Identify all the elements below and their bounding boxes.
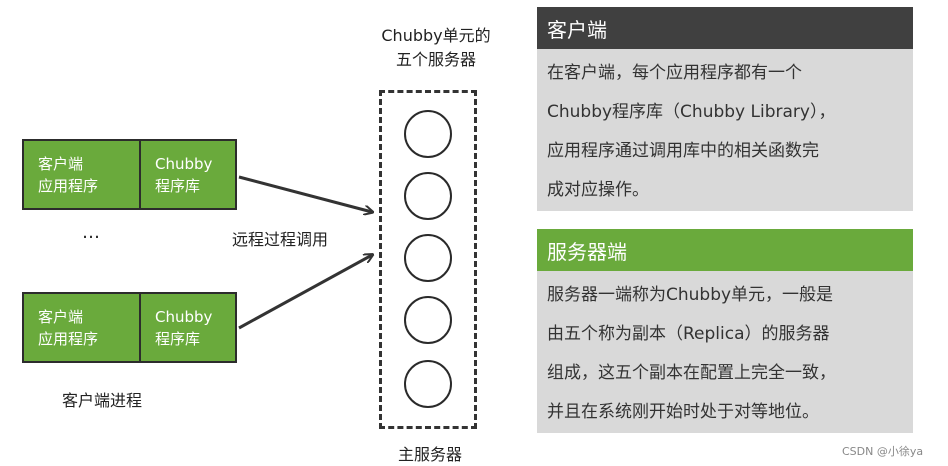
server-circle-4 — [404, 296, 452, 344]
server-panel-line: 并且在系统刚开始时处于对等地位。 — [547, 402, 819, 422]
arrow-top — [238, 175, 372, 212]
client-lib-box-2: Chubby 程序库 — [139, 292, 237, 363]
server-panel-line: 由五个称为副本（Replica）的服务器 — [547, 324, 830, 344]
client-panel-line: 成对应操作。 — [547, 180, 649, 200]
client-panel-title: 客户端 — [547, 17, 607, 42]
client-panel-line: 在客户端，每个应用程序都有一个 — [547, 63, 802, 83]
client-process-label: 客户端进程 — [62, 391, 143, 410]
arrow-bottom — [238, 255, 372, 330]
server-group-label-line2: 五个服务器 — [395, 50, 476, 69]
client-app-label-line2: 应用程序 — [38, 329, 99, 348]
client-app-label-line1: 客户端 — [38, 307, 84, 326]
server-panel-header: 服务器端 — [537, 229, 913, 271]
rpc-label: 远程过程调用 — [232, 230, 329, 249]
client-lib-label-line2: 程序库 — [155, 329, 201, 348]
client-panel-body: 在客户端，每个应用程序都有一个 Chubby程序库（Chubby Library… — [537, 49, 913, 211]
server-group-label: Chubby单元的 五个服务器 — [366, 24, 506, 72]
watermark: CSDN @小徐ya — [842, 445, 924, 458]
client-lib-box-1: Chubby 程序库 — [139, 139, 237, 210]
client-app-box-1: 客户端 应用程序 — [22, 139, 141, 210]
client-app-label-line2: 应用程序 — [38, 176, 99, 195]
master-label: 主服务器 — [397, 445, 462, 464]
server-group-box — [379, 90, 477, 429]
client-app-label-line1: 客户端 — [38, 154, 84, 173]
client-panel-line: 应用程序通过调用库中的相关函数完 — [547, 141, 819, 161]
server-circle-3 — [404, 234, 452, 282]
server-panel-body: 服务器一端称为Chubby单元，一般是 由五个称为副本（Replica）的服务器… — [537, 271, 913, 433]
server-panel-line: 组成，这五个副本在配置上完全一致， — [547, 363, 836, 383]
client-panel-header: 客户端 — [537, 7, 913, 49]
client-app-box-2: 客户端 应用程序 — [22, 292, 141, 363]
server-panel-title: 服务器端 — [547, 239, 627, 264]
ellipsis: … — [82, 222, 100, 243]
client-lib-label-line1: Chubby — [155, 307, 213, 326]
server-panel-line: 服务器一端称为Chubby单元，一般是 — [547, 285, 834, 305]
server-circle-2 — [404, 172, 452, 220]
client-lib-label-line1: Chubby — [155, 154, 213, 173]
client-lib-label-line2: 程序库 — [155, 176, 201, 195]
server-circle-1 — [404, 110, 452, 158]
server-group-label-line1: Chubby单元的 — [381, 26, 491, 45]
server-circle-5 — [404, 360, 452, 408]
client-panel-line: Chubby程序库（Chubby Library）， — [547, 102, 836, 122]
